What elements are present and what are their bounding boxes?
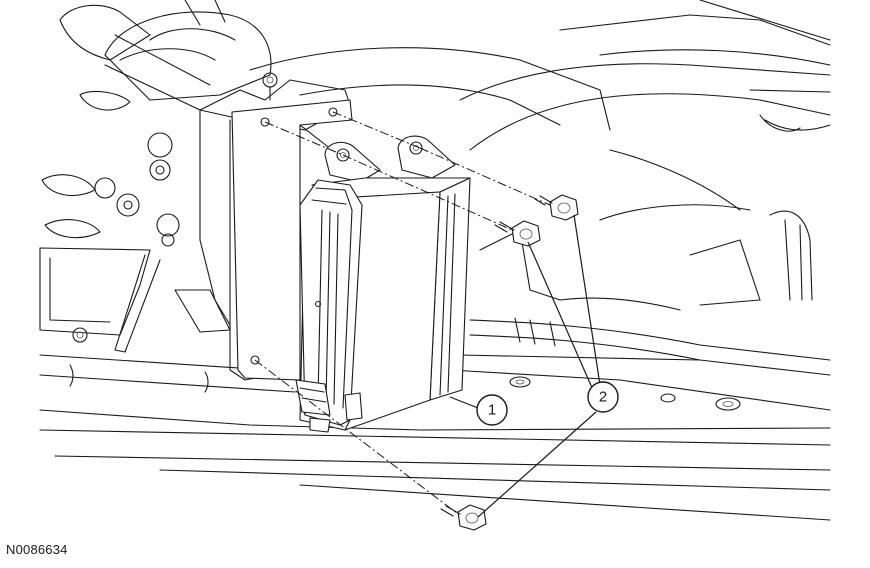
bolt-upper-middle [494, 220, 541, 247]
callout-1-label: 1 [488, 402, 496, 419]
bolt-lower [440, 504, 487, 531]
figure-id-label: N0086634 [6, 542, 68, 557]
callout-2-label: 2 [599, 389, 607, 406]
bolt-upper-right [534, 194, 579, 221]
module-assembly [295, 135, 471, 433]
callout-2: 2 [587, 381, 619, 413]
leader-lines [449, 214, 601, 518]
alignment-lines [254, 111, 551, 515]
vehicle-body-structure [39, 0, 831, 521]
callout-1: 1 [476, 394, 508, 426]
